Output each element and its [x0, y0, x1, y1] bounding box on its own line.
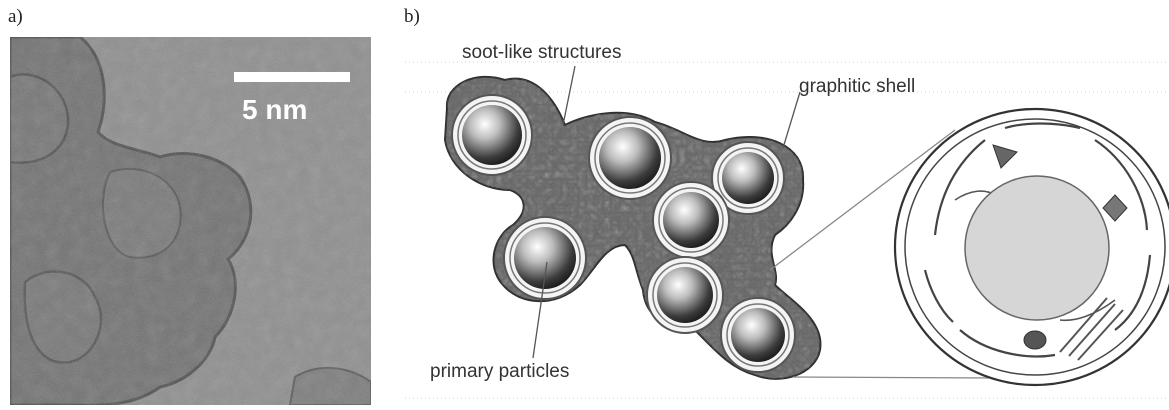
panel-a-label: a) [8, 6, 23, 28]
soot-schematic: soot-like structures graphitic shell pri… [395, 30, 1169, 410]
primary-particle [452, 95, 532, 175]
primary-particle [721, 298, 795, 372]
soot-like-structures-label: soot-like structures [462, 42, 621, 63]
mitochondrion [1024, 331, 1046, 349]
primary-particle [589, 117, 671, 199]
cell-nucleus [965, 176, 1109, 320]
tem-micrograph: 5 nm [10, 37, 371, 405]
primary-particle [504, 217, 586, 299]
shell-leader-line [783, 92, 800, 148]
scale-bar-label: 5 nm [242, 94, 307, 125]
cell-illustration [895, 109, 1169, 385]
primary-particle [653, 182, 729, 258]
primary-particle [647, 257, 723, 333]
panel-b-label: b) [404, 6, 420, 28]
soot-leader-line [563, 66, 575, 125]
primary-particles-label: primary particles [430, 361, 569, 382]
graphitic-shell-label: graphitic shell [799, 76, 915, 97]
scale-bar [234, 72, 350, 82]
